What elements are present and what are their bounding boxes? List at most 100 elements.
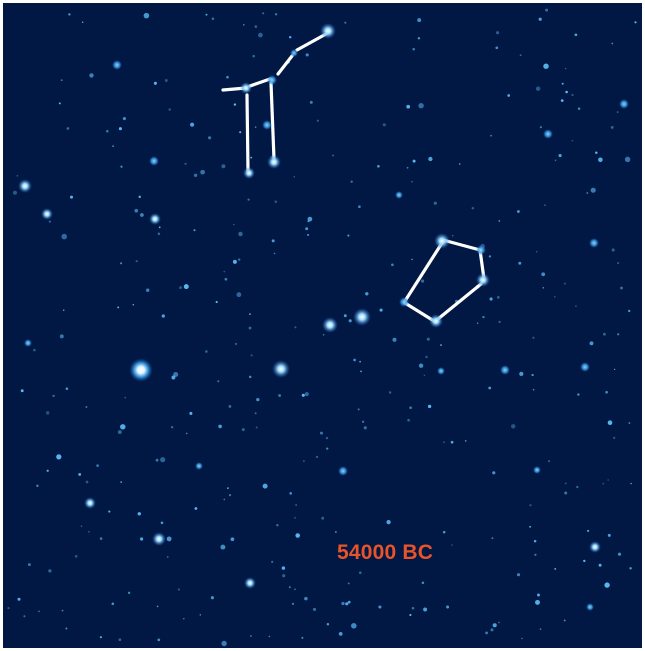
star (307, 216, 313, 222)
star (531, 373, 534, 377)
star (23, 615, 26, 618)
star (108, 510, 111, 513)
star (341, 601, 345, 606)
star (309, 100, 313, 104)
star (243, 167, 255, 179)
star-map (7, 8, 637, 647)
star (345, 602, 349, 606)
star (624, 156, 631, 163)
star (348, 319, 352, 323)
star (223, 498, 226, 501)
star (122, 117, 126, 121)
star (117, 306, 120, 309)
star (89, 73, 94, 78)
star (406, 104, 411, 109)
star (617, 262, 620, 265)
star (338, 632, 343, 636)
star (173, 371, 179, 378)
star (106, 129, 109, 133)
star (305, 53, 309, 57)
star (351, 623, 357, 629)
star (353, 358, 356, 362)
star (228, 493, 232, 497)
star (127, 591, 131, 595)
constellation-line (245, 93, 250, 173)
star (411, 258, 413, 261)
star (589, 238, 599, 248)
constellation-line (403, 301, 436, 323)
star (268, 635, 271, 638)
star (278, 394, 282, 397)
star (282, 574, 286, 578)
star (533, 466, 541, 474)
star (604, 582, 610, 588)
star (291, 602, 295, 606)
star (244, 577, 256, 589)
star (185, 432, 188, 435)
star (271, 560, 274, 564)
constellation-line (295, 32, 328, 52)
era-label: 54000 BC (337, 541, 434, 564)
star (378, 605, 382, 609)
star (575, 305, 577, 307)
star (193, 173, 198, 178)
star (152, 532, 166, 546)
star (84, 497, 96, 509)
star (563, 619, 566, 622)
star (27, 563, 31, 567)
star (409, 613, 412, 617)
star (377, 164, 380, 168)
star (598, 563, 602, 567)
star (199, 614, 202, 616)
bright-stars (18, 23, 629, 611)
star (85, 480, 89, 484)
star (166, 556, 169, 558)
star (301, 393, 305, 397)
star (490, 134, 493, 137)
star (560, 99, 564, 102)
star (421, 581, 425, 585)
star (171, 375, 176, 380)
star (616, 111, 619, 114)
star (529, 504, 532, 507)
star (386, 519, 391, 525)
star (87, 530, 90, 533)
star (412, 159, 416, 163)
star (464, 440, 467, 442)
star (458, 163, 461, 165)
star (52, 394, 55, 398)
star (586, 192, 589, 194)
star (343, 314, 347, 318)
star (65, 627, 68, 630)
star (558, 154, 562, 158)
star (241, 428, 245, 432)
star (112, 60, 122, 70)
star (274, 13, 278, 16)
star (195, 462, 203, 470)
star (627, 309, 631, 313)
star (561, 82, 564, 85)
star (417, 37, 421, 40)
star (620, 286, 623, 290)
star (418, 363, 424, 368)
constellation-upper-left (221, 32, 328, 173)
star (139, 537, 144, 541)
star (177, 588, 181, 591)
star (304, 392, 309, 397)
star (226, 75, 229, 79)
star (338, 466, 348, 476)
star (510, 424, 516, 429)
star (183, 617, 185, 620)
star (590, 187, 596, 193)
star (120, 481, 123, 484)
star (38, 610, 40, 613)
star (215, 300, 218, 304)
star (326, 447, 329, 450)
star (554, 567, 557, 570)
star (322, 317, 338, 333)
star (583, 559, 586, 563)
star (360, 370, 362, 373)
star (357, 408, 360, 411)
star (134, 208, 139, 213)
star (65, 387, 69, 391)
